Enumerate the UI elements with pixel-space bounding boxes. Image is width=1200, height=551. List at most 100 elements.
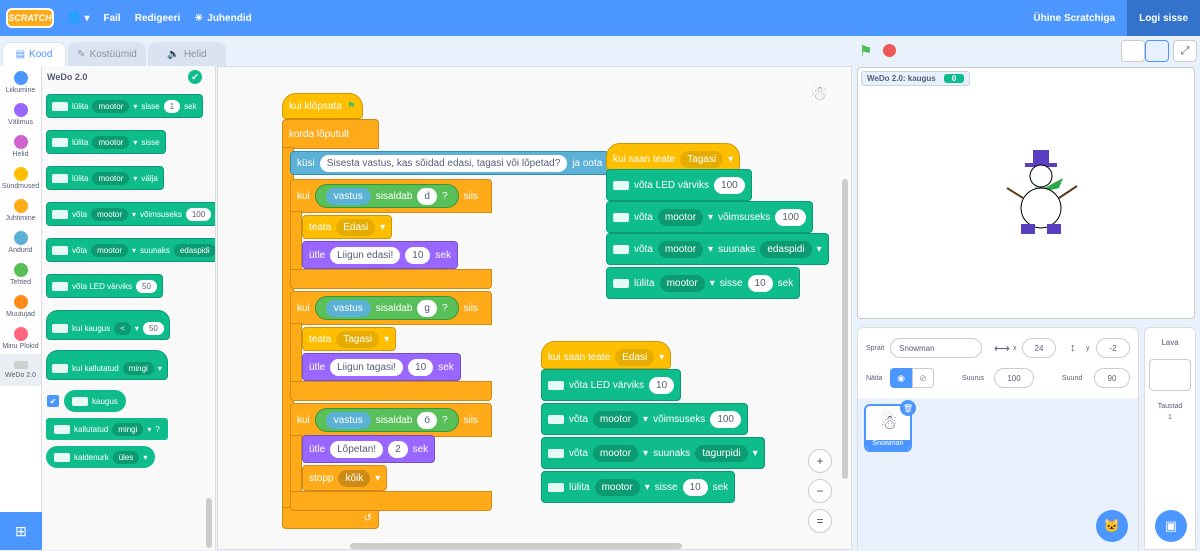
size-input[interactable]: 100: [994, 368, 1034, 388]
category-events[interactable]: Sündmused: [0, 162, 41, 194]
zoom-in-button[interactable]: +: [808, 449, 832, 473]
tab-sounds[interactable]: 🔈Helid: [148, 42, 226, 66]
stop-sign-icon[interactable]: [883, 44, 896, 57]
when-flag-clicked-block[interactable]: kui klõpsata⚑: [282, 93, 363, 119]
distance-input[interactable]: 50: [142, 321, 164, 335]
category-variables[interactable]: Muutujad: [0, 290, 41, 322]
motor-dropdown[interactable]: mootor: [657, 240, 704, 258]
power-input[interactable]: 100: [710, 410, 741, 428]
category-motion[interactable]: Liikumine: [0, 66, 41, 98]
seconds-input[interactable]: 10: [408, 358, 434, 376]
category-control[interactable]: Juhtimine: [0, 194, 41, 226]
motor-dropdown[interactable]: mootor: [592, 444, 639, 462]
motor-dropdown[interactable]: mootor: [92, 135, 130, 149]
seconds-input[interactable]: 2: [388, 440, 408, 458]
stage-thumbnail[interactable]: [1149, 359, 1191, 391]
x-position-input[interactable]: 24: [1022, 338, 1056, 358]
edit-menu[interactable]: Redigeeri: [134, 12, 181, 24]
scratch-logo[interactable]: SCRATCH: [6, 8, 54, 28]
green-flag-icon[interactable]: ⚑: [859, 43, 873, 60]
direction-dropdown[interactable]: edaspidi: [760, 240, 812, 258]
tab-code[interactable]: ▤Kood: [2, 42, 66, 66]
ask-question-input[interactable]: Sisesta vastus, kas sõidad edasi, tagasi…: [319, 154, 568, 172]
tilt-dropdown[interactable]: mingi: [122, 361, 154, 375]
sprite-name-input[interactable]: Snowman: [890, 338, 982, 358]
category-wedo[interactable]: WeDo 2.0: [0, 354, 41, 386]
distance-monitor-checkbox[interactable]: ✔: [47, 395, 59, 407]
normal-stage-button[interactable]: [1145, 40, 1169, 62]
category-sensing[interactable]: Andurid: [0, 226, 41, 258]
category-operators[interactable]: Tehted: [0, 258, 41, 290]
choose-backdrop-button[interactable]: ▣: [1155, 510, 1187, 542]
say-text-input[interactable]: Liigun tagasi!: [330, 358, 404, 376]
category-my-blocks[interactable]: Minu Plokid: [0, 322, 41, 354]
motor-dropdown[interactable]: mootor: [594, 478, 640, 496]
stage-selector-panel[interactable]: Lava Taustad 1 ▣: [1144, 327, 1196, 550]
message-dropdown[interactable]: Edasi: [336, 218, 376, 236]
answer-reporter[interactable]: vastus: [325, 411, 371, 429]
file-menu[interactable]: Fail: [103, 12, 121, 24]
led-input[interactable]: 50: [136, 279, 157, 293]
small-stage-button[interactable]: [1121, 40, 1145, 62]
seconds-input[interactable]: 1: [163, 99, 181, 113]
motor-dropdown[interactable]: mootor: [91, 243, 129, 257]
palette-scrollbar[interactable]: [206, 498, 212, 548]
motor-dropdown[interactable]: mootor: [92, 171, 130, 185]
answer-reporter[interactable]: vastus: [325, 187, 371, 205]
letter-input[interactable]: ö: [417, 411, 437, 429]
language-menu[interactable]: 🌐▾: [68, 13, 89, 24]
letter-input[interactable]: d: [417, 187, 437, 205]
show-sprite-eye-icon[interactable]: ◉: [890, 368, 912, 388]
angle-dropdown[interactable]: üles: [112, 450, 140, 464]
led-input[interactable]: 10: [649, 376, 675, 394]
direction-dropdown[interactable]: tagurpidi: [695, 444, 748, 462]
message-dropdown[interactable]: Tagasi: [680, 150, 724, 168]
seconds-input[interactable]: 10: [747, 274, 773, 292]
workspace-horizontal-scrollbar[interactable]: [350, 543, 682, 549]
zoom-reset-button[interactable]: =: [808, 509, 832, 533]
y-position-input[interactable]: -2: [1096, 338, 1130, 358]
say-text-input[interactable]: Lõpetan!: [330, 440, 384, 458]
forever-block[interactable]: korda lõputult: [282, 119, 379, 149]
snowman-sprite[interactable]: [1003, 148, 1083, 240]
tilt-dropdown[interactable]: mingi: [112, 422, 144, 436]
motor-dropdown[interactable]: mootor: [92, 99, 130, 113]
seconds-input[interactable]: 10: [405, 246, 431, 264]
message-dropdown[interactable]: Edasi: [615, 348, 655, 366]
motor-dropdown[interactable]: mootor: [91, 207, 129, 221]
tutorials-menu[interactable]: ☀Juhendid: [194, 13, 251, 24]
category-sound[interactable]: Helid: [0, 130, 41, 162]
direction-input[interactable]: 90: [1094, 368, 1130, 388]
add-extension-button[interactable]: ⊞: [0, 512, 42, 550]
tab-costumes[interactable]: ✎Kostüümid: [68, 42, 146, 66]
seconds-input[interactable]: 10: [682, 478, 708, 496]
zoom-out-button[interactable]: −: [808, 479, 832, 503]
say-text-input[interactable]: Liigun edasi!: [330, 246, 401, 264]
sign-in-button[interactable]: Logi sisse: [1127, 0, 1200, 36]
